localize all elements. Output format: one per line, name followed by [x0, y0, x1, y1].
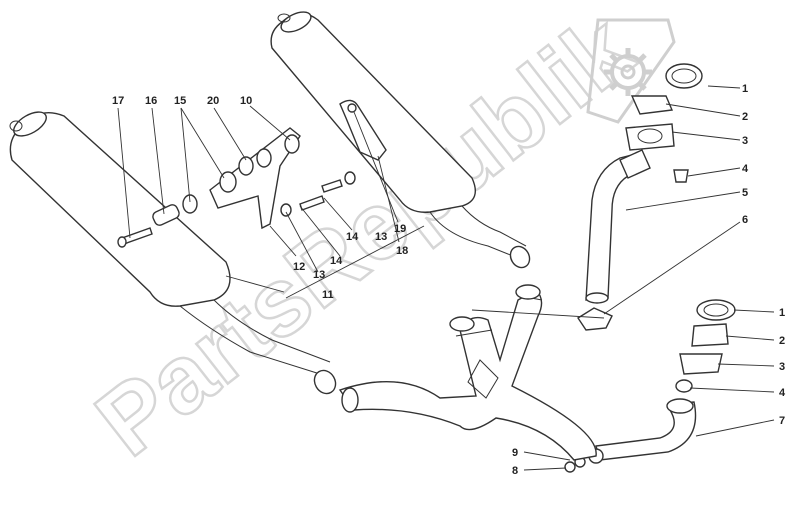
callout-3-lower: 3 [779, 361, 785, 373]
callout-10: 10 [240, 95, 252, 107]
callout-2-lower: 2 [779, 335, 785, 347]
callout-15: 15 [174, 95, 186, 107]
callout-14-lower: 14 [330, 255, 343, 267]
callout-5: 5 [742, 187, 748, 199]
callout-17: 17 [112, 95, 124, 107]
callout-4-lower: 4 [779, 387, 786, 399]
muffler-front [9, 111, 337, 395]
callout-3-upper: 3 [742, 135, 748, 147]
callout-12: 12 [293, 261, 305, 273]
callout-20: 20 [207, 95, 219, 107]
callout-13-upper: 13 [375, 231, 387, 243]
callout-6: 6 [742, 214, 748, 226]
callout-7: 7 [779, 415, 785, 427]
muffler-rear [270, 11, 531, 269]
leader-lines [117, 85, 775, 471]
callout-8: 8 [512, 465, 518, 477]
header-pipe-front [577, 63, 703, 331]
callout-2-upper: 2 [742, 111, 748, 123]
callout-14-upper: 14 [346, 231, 359, 243]
callout-11: 11 [322, 289, 334, 301]
callout-18: 18 [396, 245, 408, 257]
callout-4-upper: 4 [742, 163, 749, 175]
callout-9: 9 [512, 447, 518, 459]
bracket-assembly [117, 99, 387, 248]
callout-1-upper: 1 [742, 83, 748, 95]
callout-1-lower: 1 [779, 307, 785, 319]
y-collector [338, 284, 597, 461]
gear-icon [586, 18, 676, 124]
callout-13-lower: 13 [313, 269, 325, 281]
callout-numbers: 17 16 15 20 10 19 18 14 13 12 13 11 14 1… [112, 83, 786, 477]
callout-19: 19 [394, 223, 406, 235]
callout-16: 16 [145, 95, 157, 107]
